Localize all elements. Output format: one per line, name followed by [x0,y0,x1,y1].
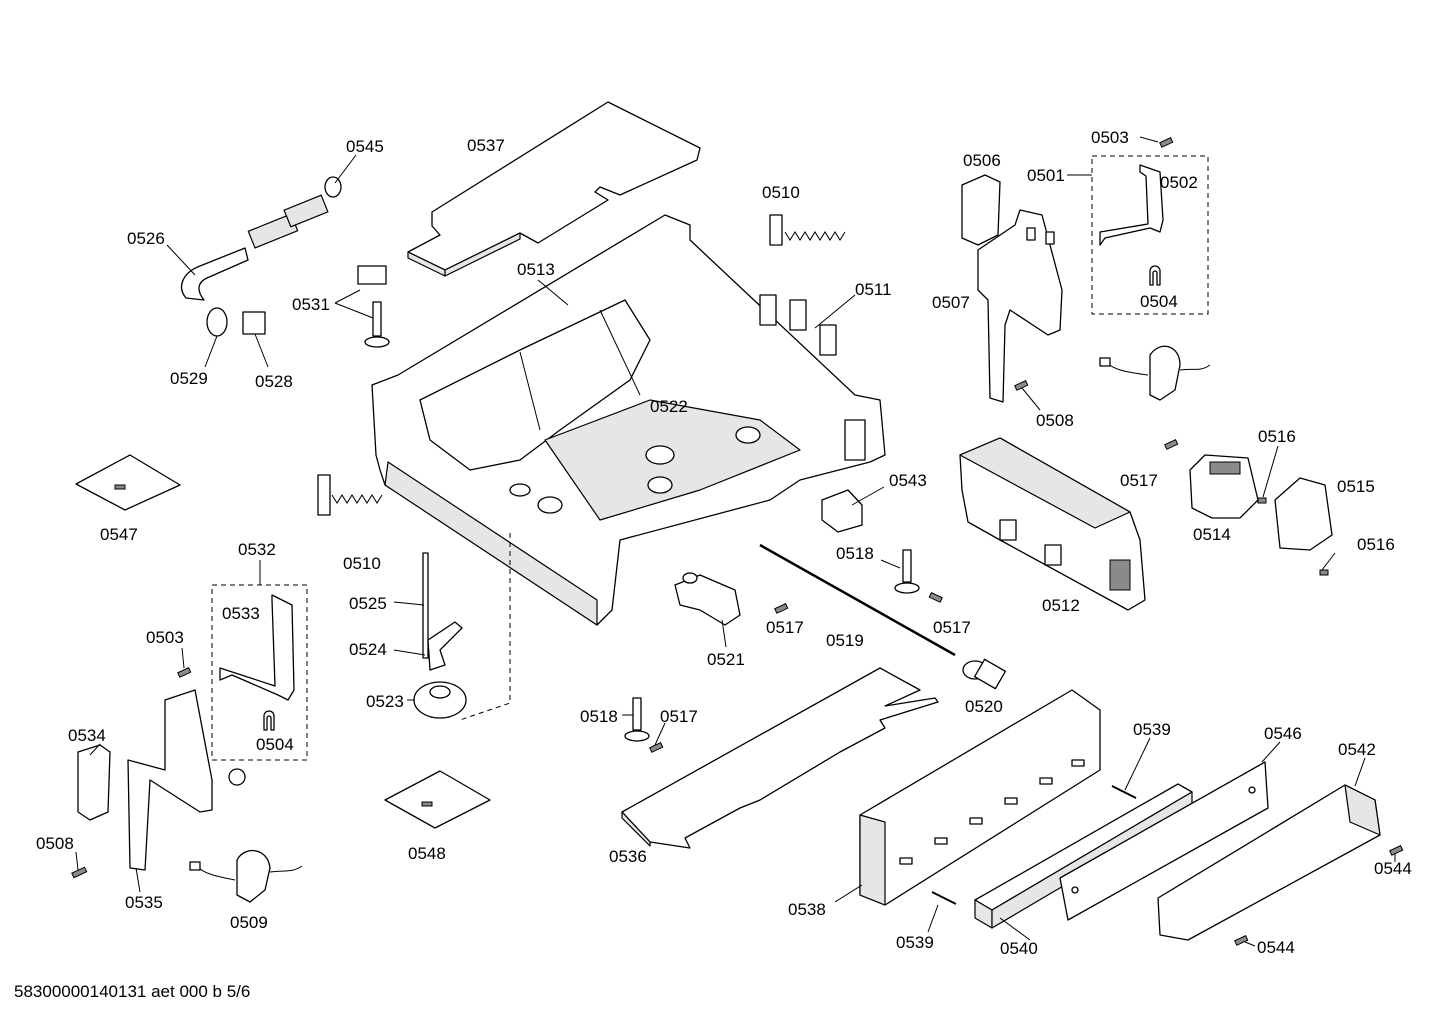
label-0533: 0533 [222,604,260,623]
label-0529: 0529 [170,369,208,388]
part-0502-bracket [1099,164,1164,286]
part-0518-screw-lower [624,697,650,742]
label-0525: 0525 [349,594,387,613]
label-0514: 0514 [1193,525,1231,544]
label-0515: 0515 [1337,477,1375,496]
label-0501: 0501 [1027,166,1065,185]
label-0503-lower: 0503 [146,628,184,647]
part-0524-lever [427,621,463,671]
label-0502: 0502 [1160,173,1198,192]
part-0538-kick-panel [859,689,1101,906]
part-0506-clip [961,174,1001,246]
label-0516-lower: 0516 [1357,535,1395,554]
label-0531: 0531 [292,295,330,314]
label-0510-upper: 0510 [762,183,800,202]
label-0537: 0537 [467,136,505,155]
label-0520: 0520 [965,697,1003,716]
label-0511: 0511 [855,280,892,299]
part-0519-rod [759,543,956,657]
label-0518-lower: 0518 [580,707,618,726]
part-0510-spring-upper [769,214,846,246]
part-0520-plug [962,658,1007,690]
part-0547-bag [75,454,181,511]
label-0547: 0547 [100,525,138,544]
callout-labels: 0545 0537 0526 0510 0513 0531 0529 0528 … [36,128,1412,958]
label-0516-upper: 0516 [1258,427,1296,446]
part-0521-valve [674,572,741,626]
part-0548-bag [384,770,491,829]
part-0509-thermostat-upper [1099,345,1211,401]
part-0513-base-tub [371,214,886,626]
leader-lines [75,136,1396,947]
group-box-0501 [1091,155,1209,315]
part-0509-thermostat-lower [189,850,303,903]
label-0548: 0548 [408,844,446,863]
label-0532: 0532 [238,540,276,559]
label-0543: 0543 [889,471,927,490]
label-0539-lower: 0539 [896,933,934,952]
part-0518-screw-upper [894,549,920,594]
part-small-screws [71,136,1404,946]
label-0517-mid: 0517 [933,618,971,637]
label-0540: 0540 [1000,939,1038,958]
label-0535: 0535 [125,893,163,912]
label-0534: 0534 [68,726,106,745]
label-0510-lower: 0510 [343,554,381,573]
label-0542: 0542 [1338,740,1376,759]
part-0539-pins [931,785,1137,905]
part-0512-control-module [959,437,1146,611]
part-0515-cover [1274,477,1333,551]
part-0543-relay [821,489,863,533]
part-0510-spring-lower [317,474,383,516]
label-0503-upper: 0503 [1091,128,1129,147]
label-0513: 0513 [517,260,555,279]
label-0522: 0522 [650,397,688,416]
label-0544-right: 0544 [1374,859,1412,878]
label-0518-upper: 0518 [836,544,874,563]
part-0535-bracket [127,689,213,871]
label-0509: 0509 [230,913,268,932]
part-0546-strip [1059,761,1269,921]
part-0537-cover-plate [407,101,701,277]
label-0524: 0524 [349,640,387,659]
label-0508-lower: 0508 [36,834,74,853]
dashed-assembly-line [459,533,511,721]
part-0523-float [413,681,467,719]
label-0521: 0521 [707,650,745,669]
label-0539-upper: 0539 [1133,720,1171,739]
part-0542-trim-panel [1157,784,1381,941]
label-0504-lower: 0504 [256,735,294,754]
label-0512: 0512 [1042,596,1080,615]
part-nut [228,768,246,786]
part-0507-bracket [977,209,1063,403]
label-0504-upper: 0504 [1140,292,1178,311]
label-0517-center: 0517 [766,618,804,637]
label-0506: 0506 [963,151,1001,170]
label-0507: 0507 [932,293,970,312]
label-0508-upper: 0508 [1036,411,1074,430]
label-0528: 0528 [255,372,293,391]
part-0534-clip [77,744,111,821]
label-0526: 0526 [127,229,165,248]
part-0536-base-plate [621,667,939,849]
label-0517-right: 0517 [1120,471,1158,490]
label-0517-lower: 0517 [660,707,698,726]
label-0544-lower: 0544 [1257,938,1295,957]
label-0519: 0519 [826,631,864,650]
label-0538: 0538 [788,900,826,919]
label-0546: 0546 [1264,724,1302,743]
part-0525-rod [422,552,429,659]
drawing-id: 58300000140131 aet 000 b 5/6 [14,982,250,1001]
label-0536: 0536 [609,847,647,866]
label-0523: 0523 [366,692,404,711]
part-0514-housing [1189,454,1259,519]
part-0533-bracket [219,594,295,731]
label-0545: 0545 [346,137,384,156]
part-0526-drain-hose [181,176,390,348]
